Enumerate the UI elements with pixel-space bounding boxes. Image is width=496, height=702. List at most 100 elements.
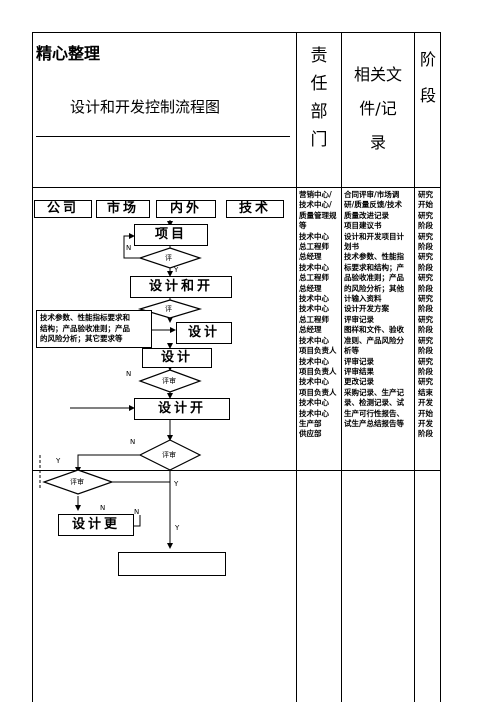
stage-line: 阶段 [418,262,433,272]
table-divider-dept [341,32,342,702]
yes-label: Y [175,524,180,532]
yes-label: Y [174,266,179,274]
yes-label: Y [56,457,61,465]
table-border-left [32,32,33,702]
doc-line: 评审结果 [344,366,374,376]
stage-line: 研究 [418,252,433,262]
header-responsible-dept: 责 任 部 门 [310,46,328,150]
source-box-company: 公司 [34,200,92,218]
stage-line: 研究 [418,190,433,199]
stages-column: 研究 开始 研究 阶段 研究 阶段 研究 阶段 研究 阶段 研究 阶段 研究 阶… [418,190,440,440]
doc-line: 项目建议书 [344,221,382,231]
departments-column: 营销中心/ 技术中心/ 质量管理规 等 技术中心 总工程师 总经理 技术中心 总… [299,190,340,440]
no-label: N [134,508,140,516]
stage-line: 研究 [418,210,433,220]
diamond-label-2: 评 [165,305,172,313]
review-diamond-2 [137,299,203,319]
dept-line: 总工程师 [299,273,329,283]
source-box-market: 市场 [96,200,150,218]
design-input-box: 设计和开 [130,276,232,298]
doc-line: 质量改进记录 [344,210,389,220]
doc-line: 设计和开发项目计 [344,231,404,241]
brand-title: 精心整理 [36,44,101,63]
stage-line: 阶段 [418,304,433,314]
stage-line: 阶段 [418,242,433,252]
stage-line: 研究 [418,231,433,241]
doc-line: 标要求和结构；产 [344,262,404,272]
doc-line: 录、检测记录、试 [344,398,404,408]
doc-line: 计输入资料 [344,294,382,304]
dept-line: 营销中心/ [299,190,332,199]
table-divider-docs [414,32,415,702]
connector [134,515,141,527]
no-label: N [126,244,132,252]
doc-line: 析等 [344,346,359,356]
dept-line: 项目负责人 [299,366,337,376]
header-related-documents: 相关文 件/记 录 [353,65,402,152]
dept-line: 技术中心 [299,335,329,345]
stage-line: 研究 [418,273,433,283]
doc-line: 评审记录 [344,356,374,366]
diamond-label-1: 评 [165,254,172,262]
no-label: N [130,438,136,446]
stage-line: 研究 [418,335,433,345]
dept-line: 总经理 [299,283,322,293]
dept-line: 技术中心 [299,231,329,241]
stage-line: 研究 [418,377,433,387]
project-box: 项目 [134,224,208,246]
connector [123,233,140,259]
dept-line: 生产部 [299,418,322,428]
dept-line: 技术中心 [299,294,329,304]
dept-line: 供应部 [299,429,322,439]
doc-line: 试生产总结报告等 [344,418,404,428]
diamond-label-5: 评审 [70,478,84,486]
header-separator [32,187,441,188]
doc-line: 技术参数、性能指 [344,252,404,262]
source-box-internal-external: 内外 [156,200,216,218]
design-input-note: 技术参数、性能指标要求和 结构；产品验收准则；产品 的风险分析；其它要求等 [36,310,152,348]
doc-line: 采购记录、生产记 [344,387,404,397]
table-border-right [440,32,441,702]
stage-line: 阶段 [418,366,433,376]
dept-line: 总工程师 [299,242,329,252]
review-diamond-1 [138,247,202,269]
yes-label: Y [174,480,179,488]
doc-line: 设计开发方案 [344,304,389,314]
dept-line: 技术中心/ [299,200,332,210]
doc-line: 的风险分析；其他 [344,283,404,293]
doc-line: 生产可行性报告、 [344,408,404,418]
review-diamond-4 [138,439,202,471]
source-box-technology: 技术 [226,200,284,218]
review-diamond-5 [42,469,114,495]
stage-line: 研究 [418,356,433,366]
final-box [118,552,226,576]
dept-line: 项目负责人 [299,387,337,397]
dept-line: 等 [299,221,307,231]
doc-line: 更改记录 [344,377,374,387]
table-row-divider [32,470,441,471]
doc-line: 划书 [344,242,359,252]
doc-line: 评审记录 [344,314,374,324]
dept-line: 技术中心 [299,304,329,314]
stage-line: 阶段 [418,221,433,231]
dept-line: 质量管理规 [299,210,337,220]
stage-line: 研究 [418,314,433,324]
dept-line: 技术中心 [299,262,329,272]
documents-column: 合同评审/市场调 研/质量反馈/技术 质量改进记录 项目建议书 设计和开发项目计… [344,190,413,429]
doc-line: 合同评审/市场调 [344,190,400,199]
design-box-2: 设计 [142,348,212,368]
stage-line: 开发 [418,398,433,408]
dept-line: 技术中心 [299,377,329,387]
dept-line: 项目负责人 [299,346,337,356]
design-box-3: 设计开 [134,398,230,420]
doc-line: 研/质量反馈/技术 [344,200,402,210]
stage-line: 研究 [418,294,433,304]
no-label: N [100,504,106,512]
dept-line: 总经理 [299,325,322,335]
dept-line: 技术中心 [299,356,329,366]
connector [75,454,140,473]
dept-line: 总经理 [299,252,322,262]
stage-line: 结束 [418,387,433,397]
doc-line: 品验收准则；产品 [344,273,404,283]
